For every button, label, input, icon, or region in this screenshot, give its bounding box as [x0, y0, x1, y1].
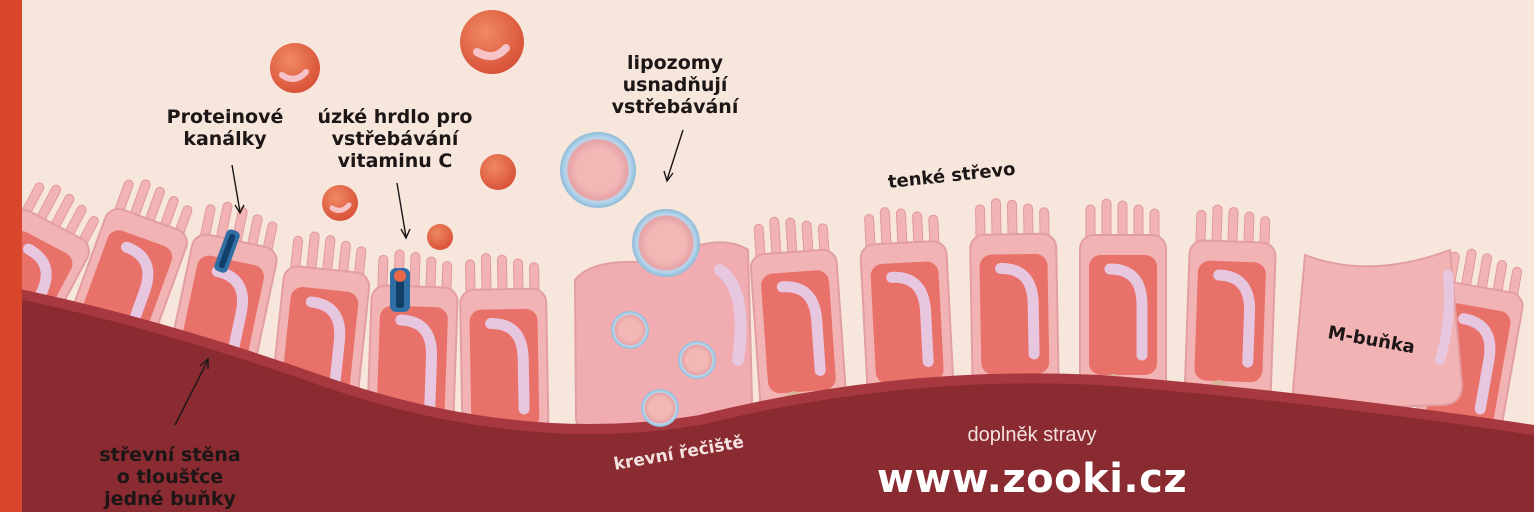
label-line: vitaminu C	[310, 150, 480, 172]
label-line: úzké hrdlo pro	[310, 106, 480, 128]
label-line: kanálky	[160, 128, 290, 150]
label-line: lipozomy	[610, 52, 740, 74]
label-line: vstřebávání	[310, 128, 480, 150]
label-line: Proteinové	[160, 106, 290, 128]
label-protein-channels: Proteinové kanálky	[160, 106, 290, 150]
website-link[interactable]: www.zooki.cz	[0, 456, 1534, 502]
product-type-label: doplněk stravy	[0, 424, 1534, 447]
label-line: usnadňují	[610, 74, 740, 96]
label-line: vstřebávání	[610, 96, 740, 118]
label-liposomes: lipozomy usnadňují vstřebávání	[610, 52, 740, 118]
protein-channel-2	[390, 268, 410, 312]
label-vitamin-c-bottleneck: úzké hrdlo pro vstřebávání vitaminu C	[310, 106, 480, 172]
